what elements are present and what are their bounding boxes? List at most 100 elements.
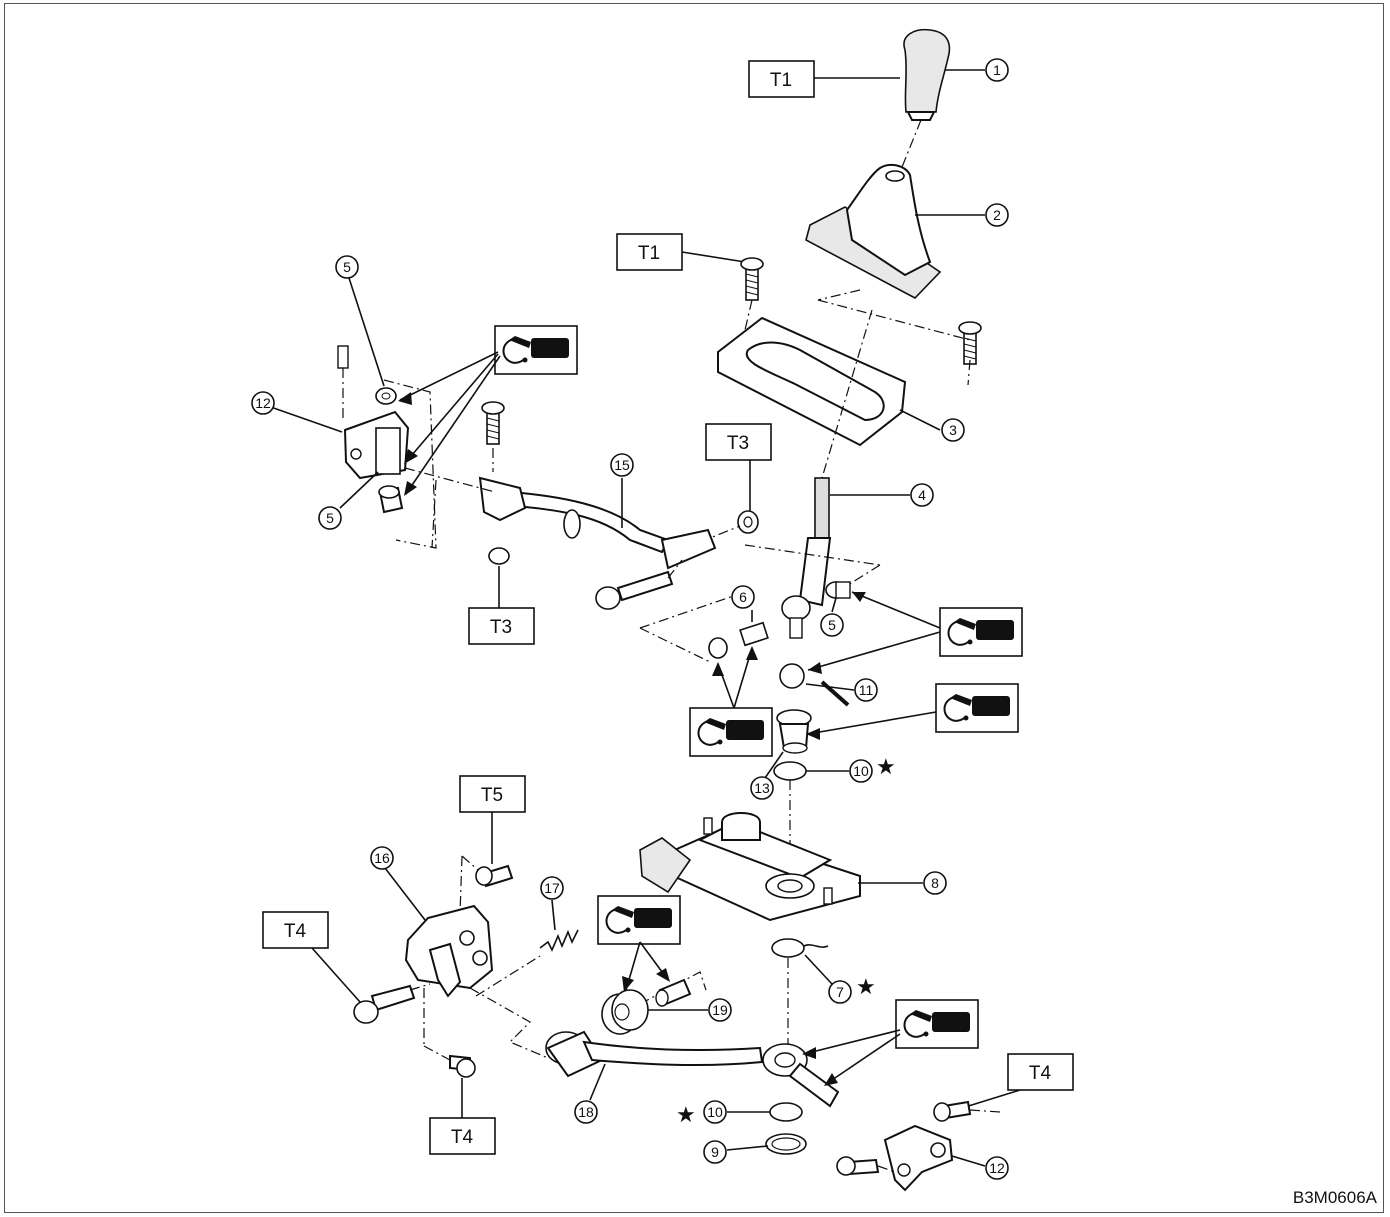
callout-19: 19 <box>708 998 732 1022</box>
torque-label-t3-left: T3 <box>468 607 535 645</box>
callout-17: 17 <box>540 876 564 900</box>
svg-text:T4: T4 <box>1029 1063 1052 1084</box>
diagram-frame <box>4 3 1384 1213</box>
bolt-t5 <box>475 864 514 888</box>
svg-text:T5: T5 <box>481 785 503 806</box>
bracket-14 <box>343 410 410 480</box>
torque-label-t4-bottom: T4 <box>429 1117 496 1155</box>
bracket-12 <box>883 1124 954 1192</box>
screw-bolt <box>740 257 764 301</box>
svg-text:6: 6 <box>739 589 747 605</box>
snap-ring-7 <box>771 938 805 958</box>
callout-11: 11 <box>854 678 878 702</box>
bolt-bottom-right <box>836 1156 880 1176</box>
rod-18 <box>545 1030 840 1108</box>
bushing-left-bottom <box>378 485 404 514</box>
screw-bolt <box>958 321 982 365</box>
grease-icon <box>689 707 773 757</box>
svg-text:10: 10 <box>853 763 869 779</box>
svg-text:10: 10 <box>707 1104 723 1120</box>
svg-text:12: 12 <box>989 1160 1005 1176</box>
svg-text:8: 8 <box>931 875 939 891</box>
bushing-19 <box>601 989 649 1035</box>
bushing-right <box>825 581 851 599</box>
svg-text:19: 19 <box>712 1002 728 1018</box>
svg-text:T3: T3 <box>490 617 512 638</box>
snap-ring-9 <box>765 1133 807 1155</box>
svg-text:12: 12 <box>255 395 271 411</box>
pin-19 <box>655 978 692 1007</box>
svg-text:2: 2 <box>993 207 1001 223</box>
bolt-t4-bottom <box>449 1054 476 1078</box>
callout-5a: 5 <box>335 255 359 279</box>
svg-text:5: 5 <box>343 259 351 275</box>
svg-text:17: 17 <box>544 880 560 896</box>
svg-text:18: 18 <box>578 1104 594 1120</box>
pin-right <box>708 621 769 659</box>
callout-7: 7 <box>828 980 852 1004</box>
svg-text:5: 5 <box>326 510 334 526</box>
torque-label-t4-left: T4 <box>262 911 329 949</box>
ball-pin <box>779 663 850 707</box>
torque-label-t3-right: T3 <box>705 423 772 461</box>
nut-right <box>737 510 759 534</box>
stay-rod <box>478 476 717 570</box>
star-marker: ★ <box>856 975 876 1000</box>
o-ring-10-top <box>773 761 807 781</box>
callout-8: 8 <box>923 871 947 895</box>
svg-text:11: 11 <box>859 682 874 698</box>
grease-icon <box>494 325 578 375</box>
callout-18: 18 <box>574 1100 598 1124</box>
torque-label-t5: T5 <box>459 775 526 813</box>
svg-text:1: 1 <box>993 62 1001 78</box>
grease-icon <box>895 999 979 1049</box>
callout-13: 13 <box>750 776 774 800</box>
callout-16: 16 <box>370 846 394 870</box>
grease-icon <box>939 607 1023 657</box>
callout-2: 2 <box>985 203 1009 227</box>
callout-6a: 5 <box>318 506 342 530</box>
callout-4: 4 <box>910 483 934 507</box>
bushing-left-top <box>375 387 397 405</box>
svg-text:T4: T4 <box>284 921 307 942</box>
o-ring-10-bottom <box>769 1102 803 1122</box>
star-marker: ★ <box>676 1103 696 1128</box>
bolt-long <box>595 570 674 610</box>
svg-text:4: 4 <box>918 487 926 503</box>
torque-label-t2: T1 <box>748 60 815 98</box>
torque-label-t4-right: T4 <box>1007 1053 1074 1091</box>
housing-8 <box>639 812 861 922</box>
svg-text:13: 13 <box>754 780 770 796</box>
svg-text:15: 15 <box>614 457 630 473</box>
svg-text:16: 16 <box>374 850 390 866</box>
grease-icon <box>935 683 1019 733</box>
shift-knob <box>903 28 951 121</box>
callout-1: 1 <box>985 58 1009 82</box>
cover-plate <box>717 316 907 447</box>
callout-9: 9 <box>703 1140 727 1164</box>
svg-text:T3: T3 <box>727 433 749 454</box>
callout-10b: 10 <box>703 1100 727 1124</box>
svg-text:3: 3 <box>949 422 957 438</box>
shift-boot <box>805 163 942 299</box>
torque-text-t2: T1 <box>770 70 792 91</box>
diagram-code: B3M0606A <box>1293 1188 1378 1207</box>
callout-10a: 10 <box>849 759 873 783</box>
callout-15: 15 <box>610 453 634 477</box>
svg-text:7: 7 <box>836 984 844 1000</box>
bushing-13 <box>776 709 812 754</box>
bolt-t4-left <box>353 984 416 1024</box>
bolt-t4-right <box>933 1100 972 1122</box>
bolt <box>481 401 505 445</box>
svg-text:T1: T1 <box>638 243 660 264</box>
callout-12: 12 <box>985 1156 1009 1180</box>
callout-3: 3 <box>941 418 965 442</box>
callout-5b: 5 <box>820 613 844 637</box>
svg-text:9: 9 <box>711 1144 719 1160</box>
grease-icon <box>597 895 681 945</box>
star-marker: ★ <box>876 755 896 780</box>
callout-14: 12 <box>251 391 275 415</box>
svg-text:T4: T4 <box>451 1127 474 1148</box>
torque-label-t1: T1 <box>616 233 683 271</box>
